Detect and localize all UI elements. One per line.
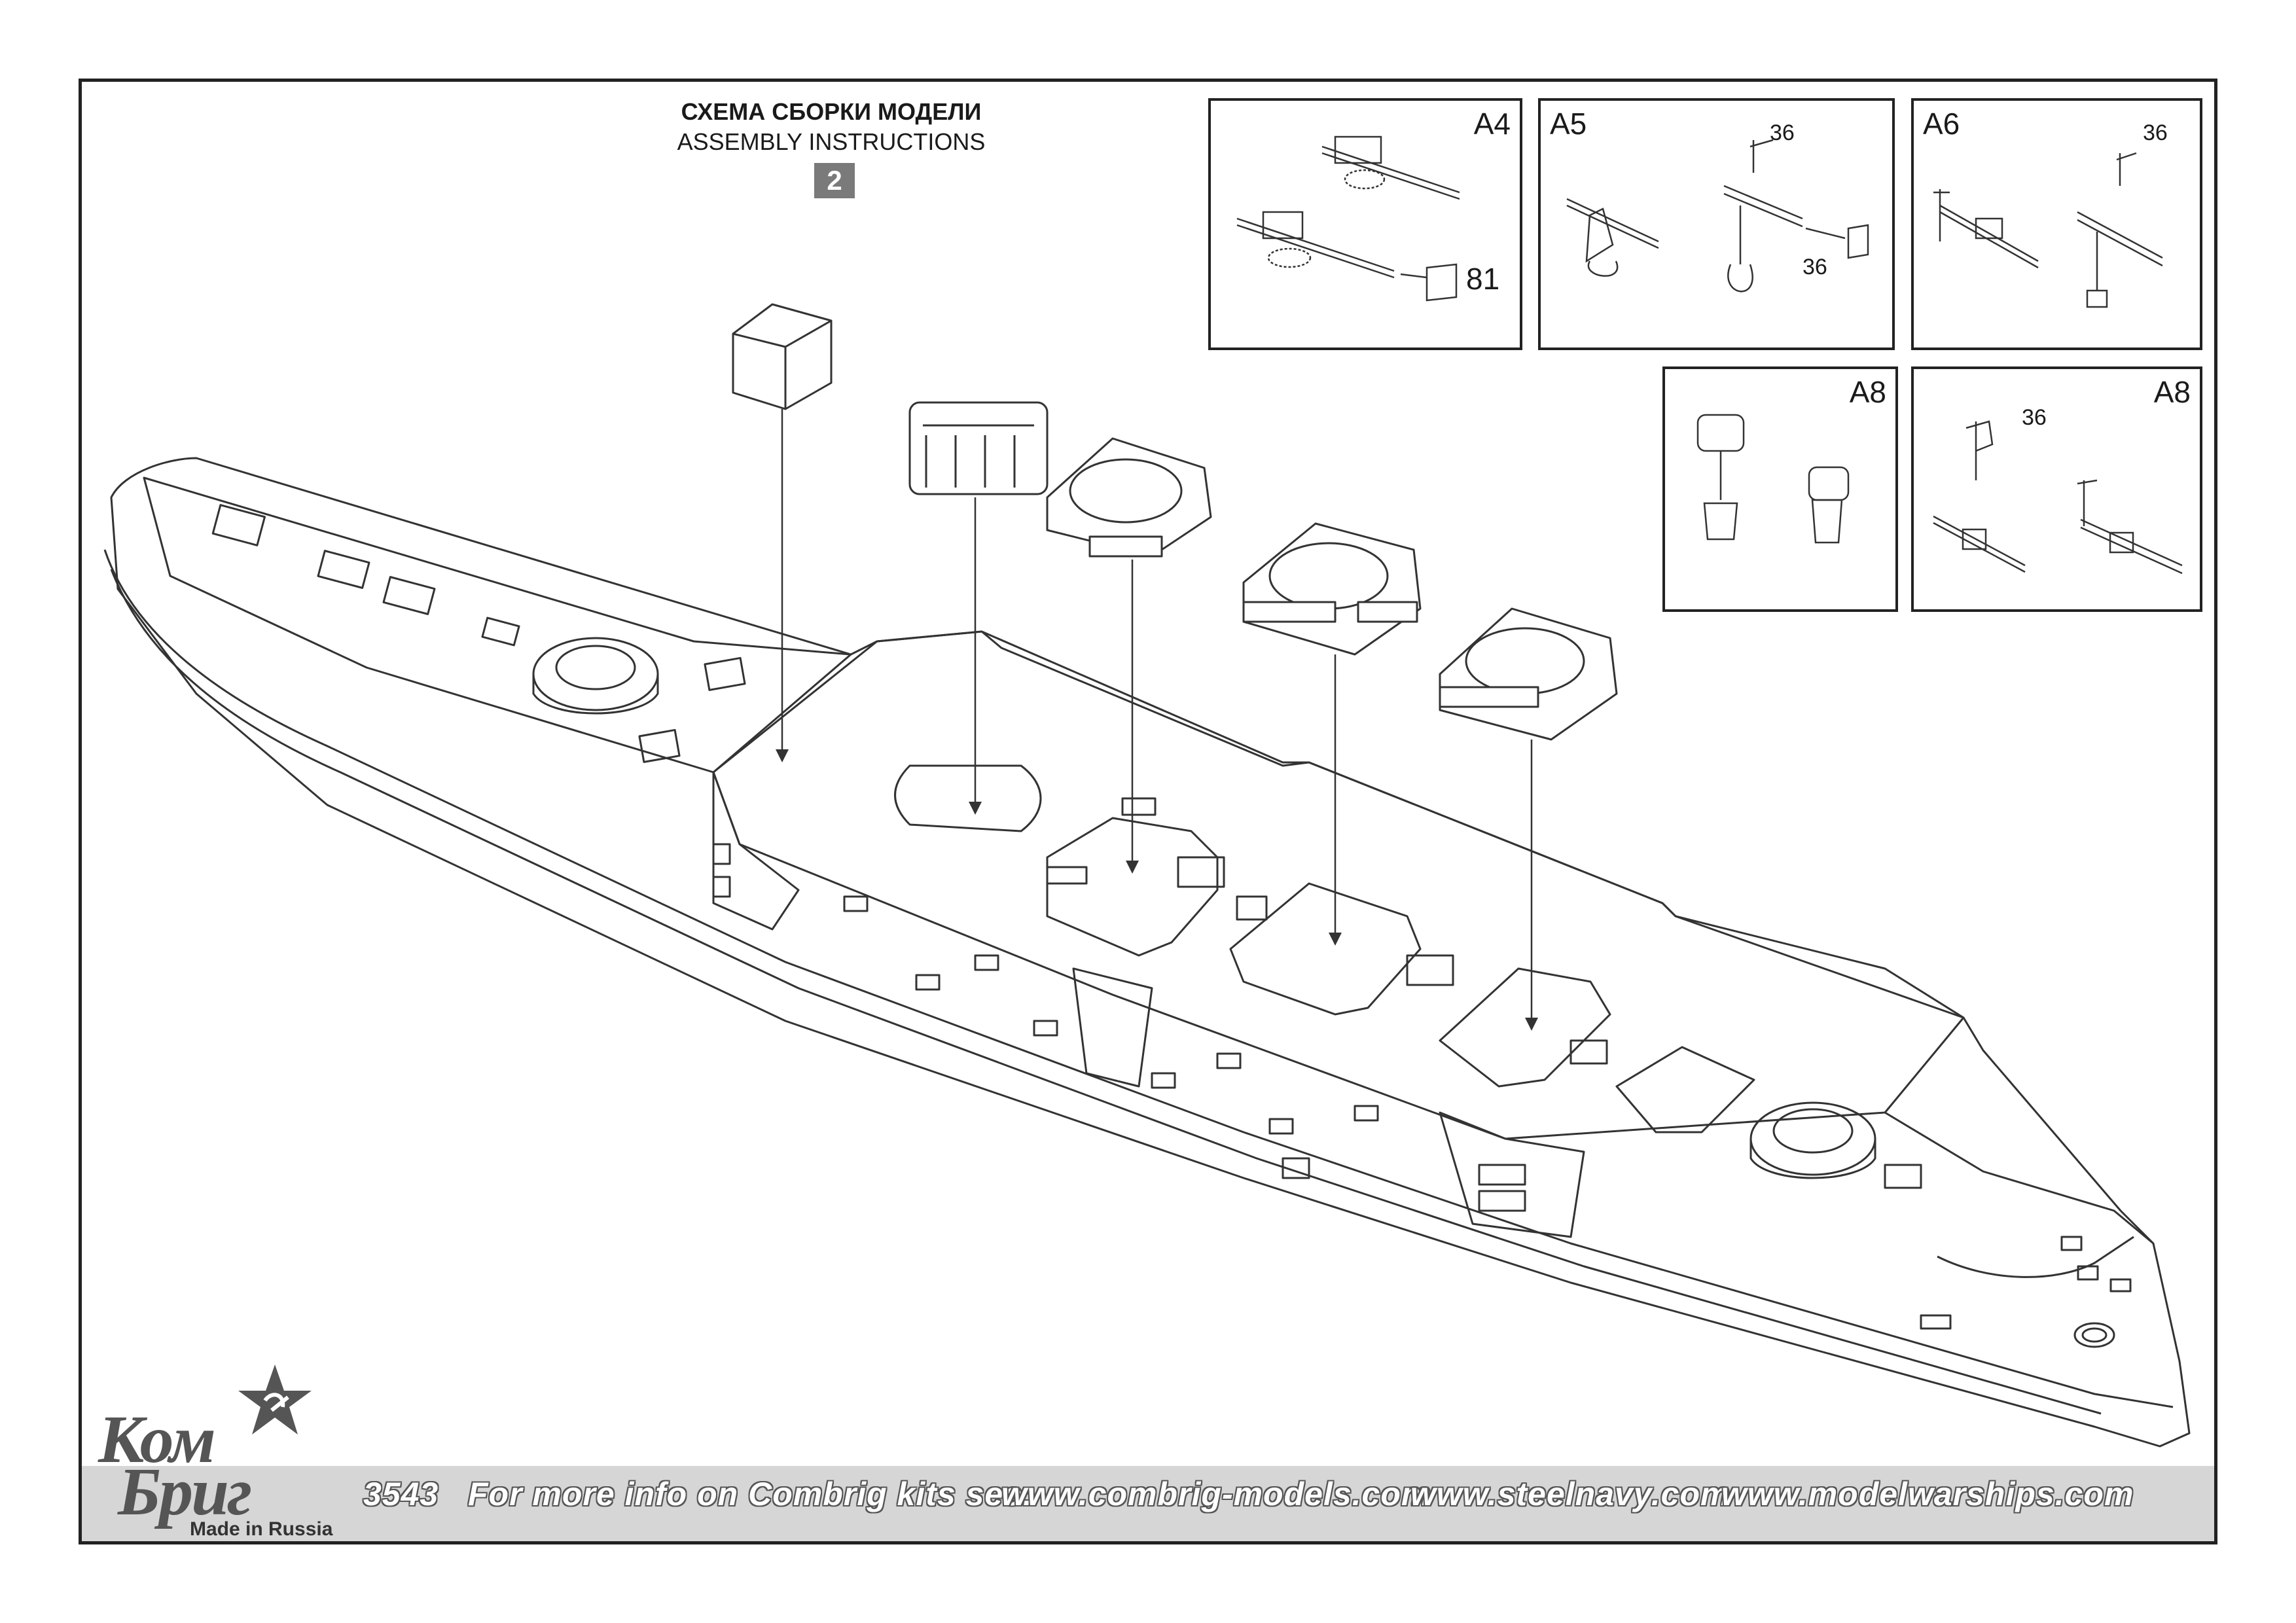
part-number: 36	[1770, 120, 1795, 145]
hull-outline	[110, 457, 2191, 1448]
aft-barbette-outer	[1749, 1101, 1876, 1176]
exploded-parts	[732, 303, 1618, 741]
detail-label-a8: A8	[1849, 375, 1886, 409]
quarterdeck-edge	[1884, 1111, 2154, 1245]
fore-barbette-outer	[532, 637, 659, 711]
midships-deck	[712, 630, 1965, 1140]
detail-label-a6: A6	[1923, 107, 1960, 141]
detail-label-a4: A4	[1473, 107, 1511, 141]
link-steelnavy[interactable]: www.steelnavy.com	[1410, 1476, 1731, 1512]
detail-label-a5: A5	[1550, 107, 1587, 141]
detail-label-a8-guns: A8	[2153, 375, 2191, 409]
deck-plate-5	[1615, 1046, 1755, 1133]
leader-lines	[781, 409, 1533, 1021]
deckhouse	[908, 401, 1049, 495]
star-icon	[238, 1364, 312, 1435]
gun-mount-drawing-a4	[1236, 135, 1460, 302]
deck-plate-4	[1439, 967, 1611, 1088]
detail-box-a5: A5 36 36	[1538, 98, 1895, 350]
casemate-recess-mid	[1072, 967, 1153, 1088]
combrig-logo: Ком Бриг Made in Russia	[92, 1355, 353, 1544]
detail-box-a8-guns: A8 36	[1911, 366, 2202, 612]
hull-lower-line	[110, 569, 2102, 1415]
part-number: 36	[2022, 405, 2047, 430]
footer-info-text: For more info on Combrig kits see:	[468, 1476, 1034, 1512]
casemate-recess-aft	[1439, 1111, 1585, 1238]
part-number: 36	[2143, 120, 2168, 145]
page-frame	[79, 79, 2217, 1544]
chart-house-block	[732, 303, 833, 410]
deck-plate-3	[1229, 882, 1422, 1016]
part-number: 81	[1466, 262, 1500, 296]
step-number-badge: 2	[814, 163, 855, 198]
link-modelwarships[interactable]: www.modelwarships.com	[1721, 1476, 2134, 1512]
kit-number: 3543	[363, 1476, 439, 1512]
link-combrig[interactable]: www.combrig-models.com	[1001, 1476, 1431, 1512]
aft-barbette-inner	[1772, 1108, 1854, 1154]
gun-mount-drawing-a5	[1566, 139, 1869, 293]
logo-text-top: Ком	[98, 1402, 216, 1477]
logo-made-in: Made in Russia	[190, 1518, 333, 1540]
searchlight-drawing	[1696, 414, 1850, 544]
hull-waterline	[103, 549, 2174, 1408]
fore-skylight	[211, 504, 266, 546]
fore-barbette-inner	[555, 645, 636, 690]
logo-text-bottom: Бриг	[118, 1454, 252, 1529]
footer-bar	[82, 1466, 2214, 1541]
deck-plate-1	[894, 764, 1042, 832]
stern-curve	[1937, 1236, 2134, 1278]
detail-box-a8-searchlight: A8	[1662, 366, 1898, 612]
detail-box-a4: A4 81	[1208, 98, 1522, 350]
title-russian: СХЕМА СБОРКИ МОДЕЛИ	[681, 98, 982, 125]
detail-box-a6: A6 36	[1911, 98, 2202, 350]
forecastle-edge	[143, 476, 852, 774]
deck-plate-2	[1046, 817, 1219, 957]
title-english: ASSEMBLY INSTRUCTIONS	[677, 128, 986, 155]
gun-mount-drawing-a6	[1933, 152, 2163, 308]
small-gun-drawing-a8	[1933, 420, 2183, 575]
part-number: 36	[1803, 255, 1827, 279]
